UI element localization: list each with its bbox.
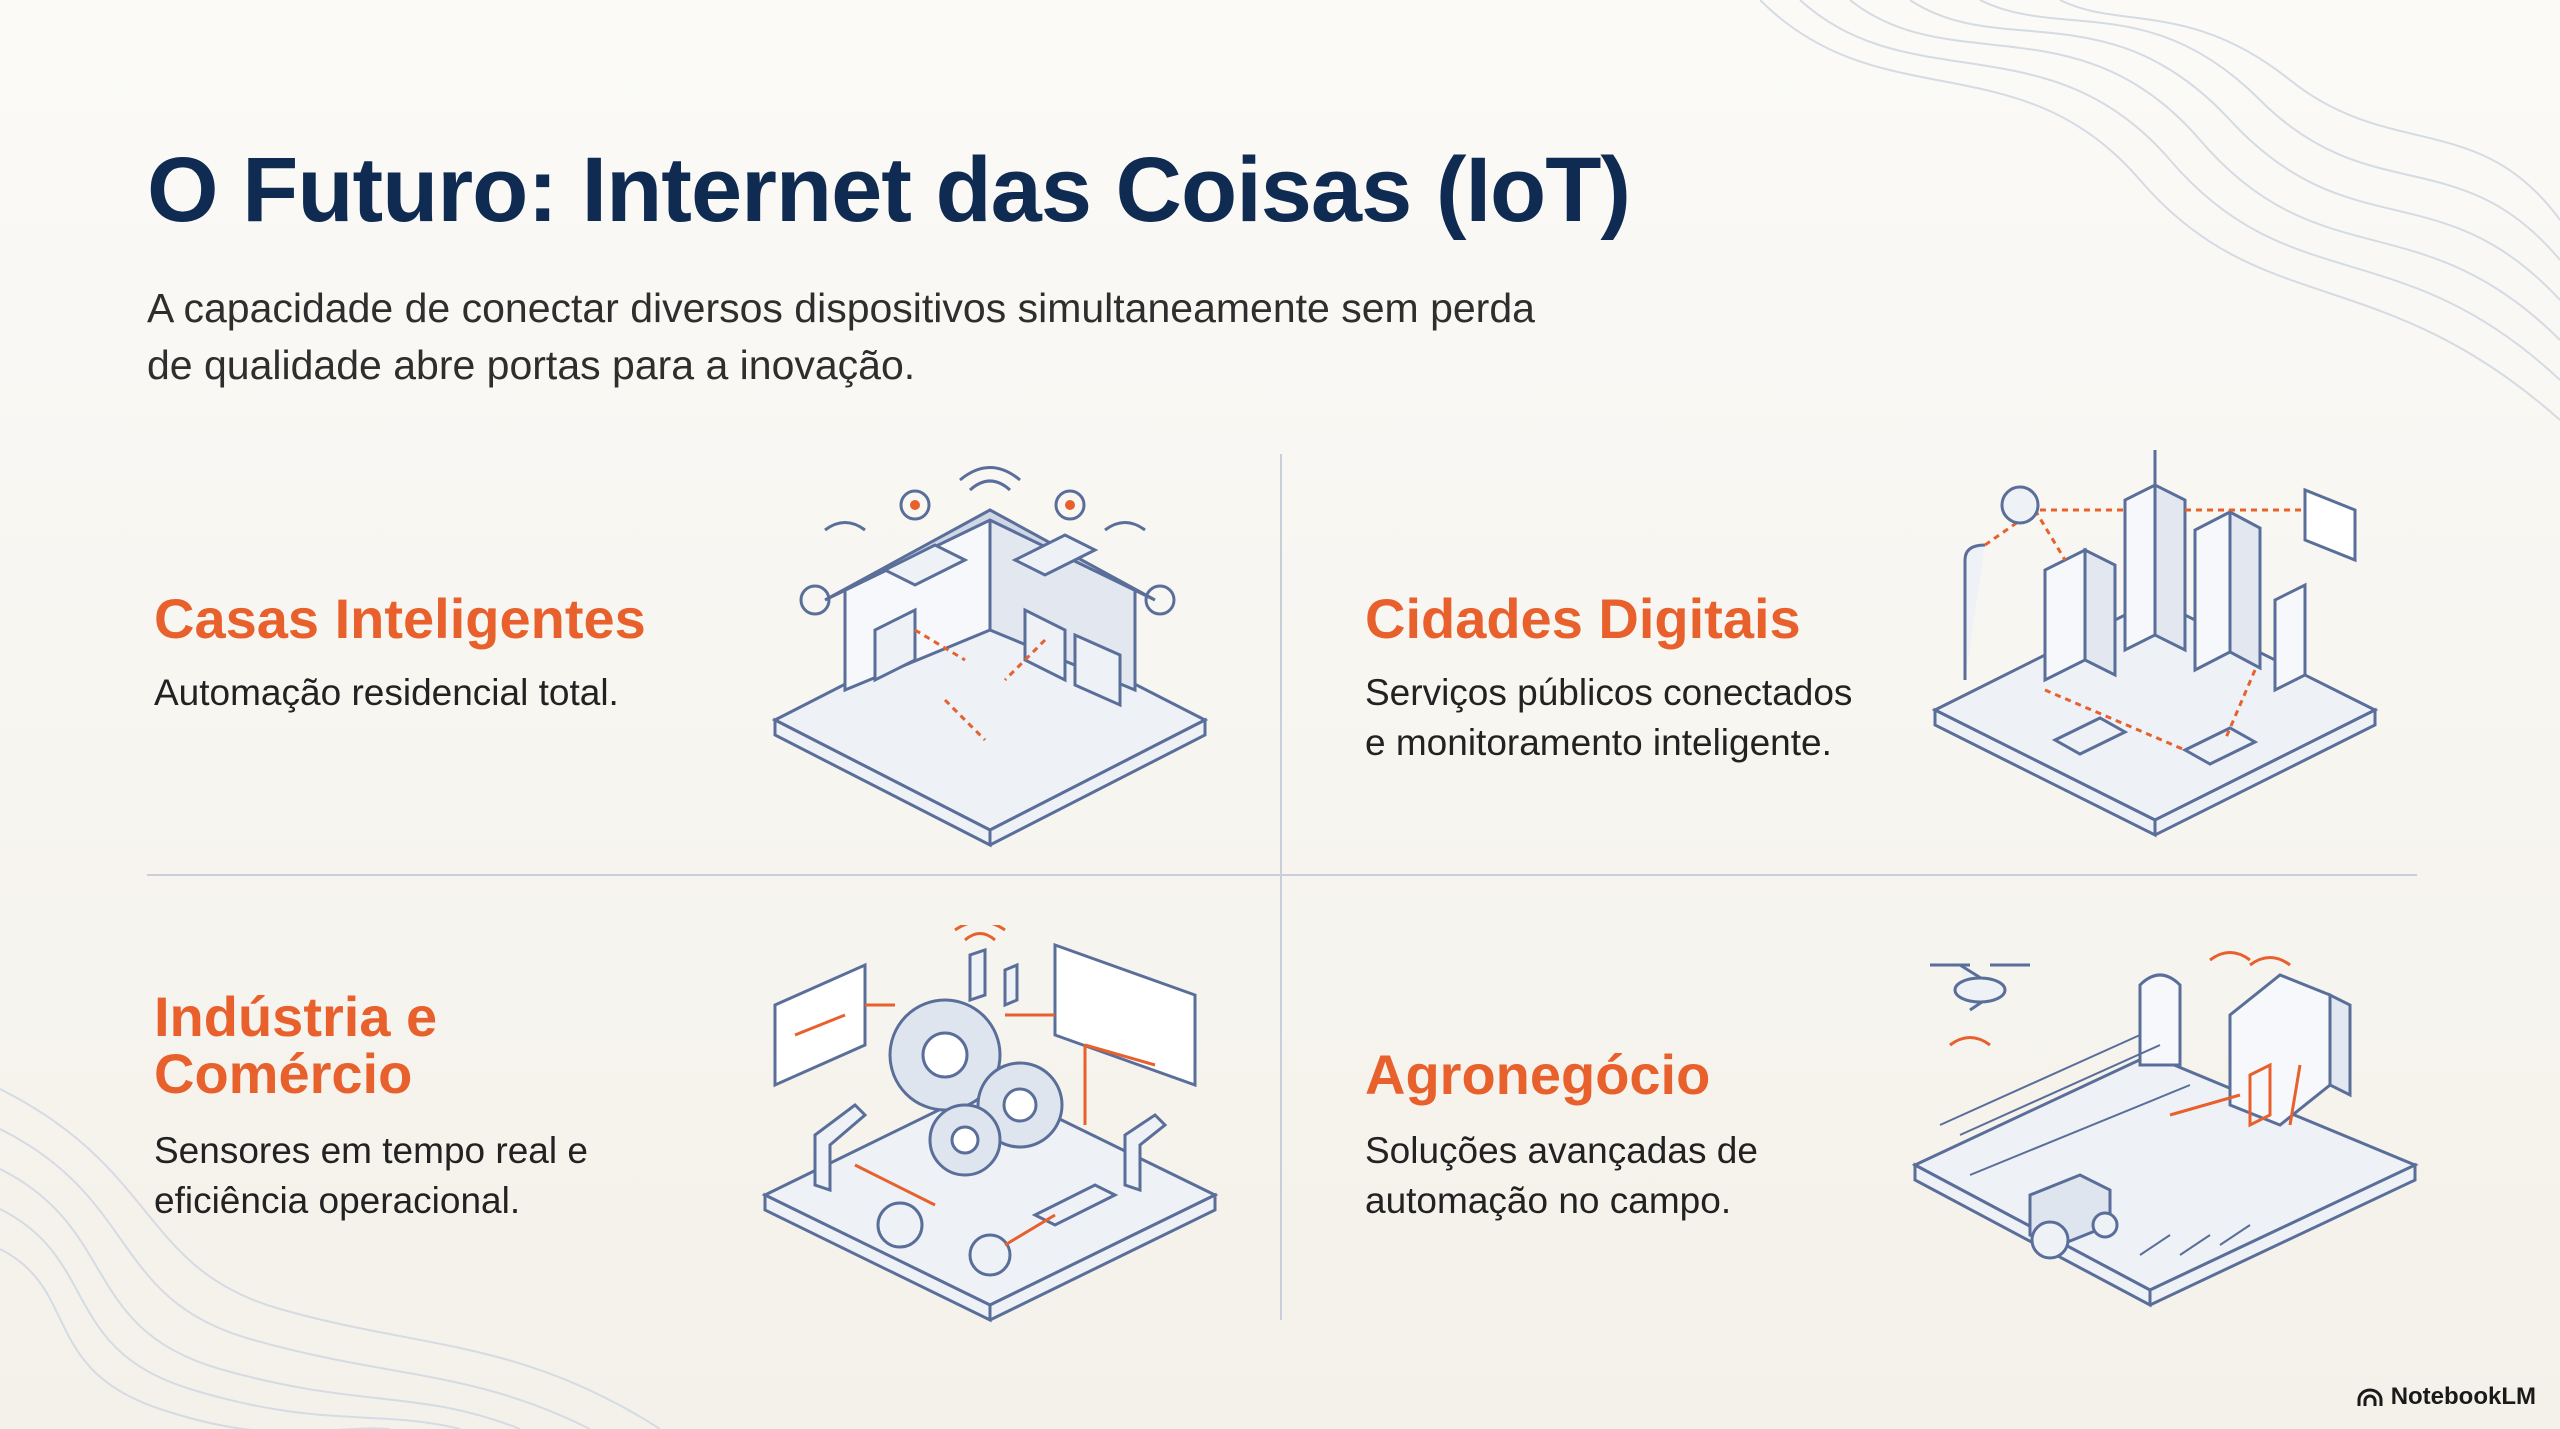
notebooklm-logo: NotebookLM [2357, 1383, 2536, 1411]
agribusiness-illustration [1911, 951, 2419, 1308]
card-desc-smart-homes: Automação residencial total. [154, 672, 619, 713]
card-desc-industry-line: Sensores em tempo real e [154, 1130, 588, 1171]
page-title: O Futuro: Internet das Coisas (IoT) [147, 139, 1631, 241]
subtitle-line: de qualidade abre portas para a inovação… [147, 342, 916, 388]
card-desc-agribusiness-line: Soluções avançadas de [1365, 1130, 1758, 1171]
card-desc-agribusiness-line: automação no campo. [1365, 1180, 1732, 1221]
notebooklm-logo-icon [2357, 1388, 2383, 1406]
industry-illustration [761, 925, 1219, 1323]
brand-name: NotebookLM [2390, 1383, 2536, 1410]
horizontal-divider [147, 874, 2417, 876]
page-subtitle: A capacidade de conectar diversos dispos… [147, 280, 1747, 394]
card-heading-industry-line: Indústria e [154, 985, 438, 1048]
card-heading-agribusiness: Agronegócio [1365, 1043, 1711, 1106]
card-heading-smart-homes: Casas Inteligentes [154, 587, 646, 650]
card-desc-digital-cities-line: e monitoramento inteligente. [1365, 722, 1832, 763]
card-desc-industry-line: eficiência operacional. [154, 1180, 521, 1221]
vertical-divider [1280, 454, 1282, 1320]
card-heading-digital-cities: Cidades Digitais [1365, 587, 1801, 650]
card-heading-industry-line: Comércio [154, 1042, 413, 1105]
smart-home-illustration [771, 466, 1209, 848]
smart-city-illustration [1931, 450, 2379, 838]
card-desc-digital-cities-line: Serviços públicos conectados [1365, 672, 1853, 713]
subtitle-line: A capacidade de conectar diversos dispos… [147, 285, 1535, 331]
